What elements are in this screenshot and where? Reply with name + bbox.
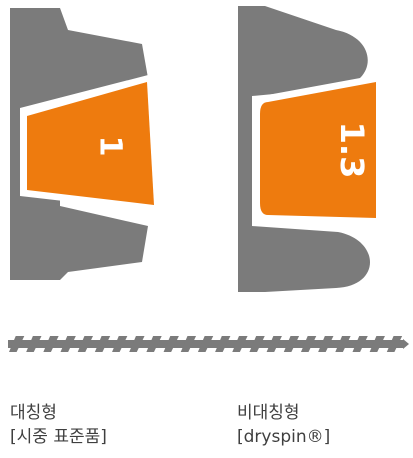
screw-thread	[146, 336, 162, 352]
asymmetric-ratio-label: 1.3	[333, 122, 371, 179]
symmetric-caption-note: [시중 표준품]	[10, 427, 107, 447]
screw-thread	[335, 336, 351, 352]
screw-thread	[318, 336, 334, 352]
asymmetric-tooth	[260, 82, 376, 218]
screw-thread	[26, 336, 42, 352]
screw-thread	[283, 336, 300, 352]
screw-thread	[180, 336, 197, 352]
screw-thread	[215, 336, 231, 352]
asymmetric-caption-title: 비대칭형	[237, 403, 300, 423]
screw-thread	[112, 336, 128, 352]
screw-thread	[163, 336, 179, 352]
symmetric-ratio-label: 1	[93, 136, 128, 157]
screw-thread	[266, 336, 282, 352]
symmetric-caption: 대칭형 [시중 표준품]	[10, 401, 107, 449]
asymmetric-nut-profile	[238, 6, 370, 292]
screw-tip	[403, 339, 409, 349]
lead-screw-icon	[8, 336, 409, 352]
screw-thread	[9, 336, 25, 352]
screw-thread	[249, 336, 265, 352]
screw-thread	[197, 336, 214, 352]
screw-thread	[232, 336, 248, 352]
asymmetric-profile: 1.3	[238, 6, 382, 292]
screw-thread	[352, 336, 368, 352]
symmetric-profile: 1	[10, 8, 160, 280]
symmetric-caption-title: 대칭형	[10, 403, 57, 423]
screw-thread	[60, 336, 76, 352]
symmetric-tooth	[27, 82, 154, 205]
symmetric-nut-profile	[10, 8, 148, 280]
screw-thread	[300, 336, 317, 352]
asymmetric-caption: 비대칭형 [dryspin®]	[237, 401, 330, 449]
screw-thread	[77, 336, 94, 352]
screw-thread	[43, 336, 59, 352]
screw-thread	[94, 336, 111, 352]
screw-thread	[369, 336, 385, 352]
screw-thread	[129, 336, 145, 352]
screw-thread	[386, 336, 403, 352]
asymmetric-caption-note: [dryspin®]	[237, 427, 331, 447]
